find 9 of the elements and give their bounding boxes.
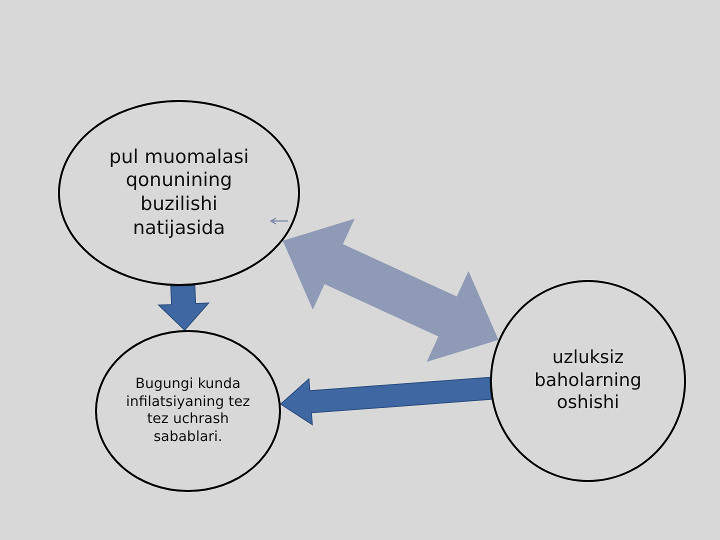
ellipse-node xyxy=(490,280,686,482)
block-arrow xyxy=(282,218,498,362)
block-arrow xyxy=(157,285,210,331)
node-label: pul muomalasi qonunining buzilishi natijasida xyxy=(108,146,250,240)
node-label: uzluksiz baholarning oshishi xyxy=(533,347,643,415)
ellipse-node xyxy=(58,100,300,286)
node-label: Bugungi kunda infilatsiyaning tez tez uchrash sabablari. xyxy=(124,376,251,446)
ellipse-node xyxy=(95,330,281,492)
block-arrow xyxy=(280,376,492,426)
